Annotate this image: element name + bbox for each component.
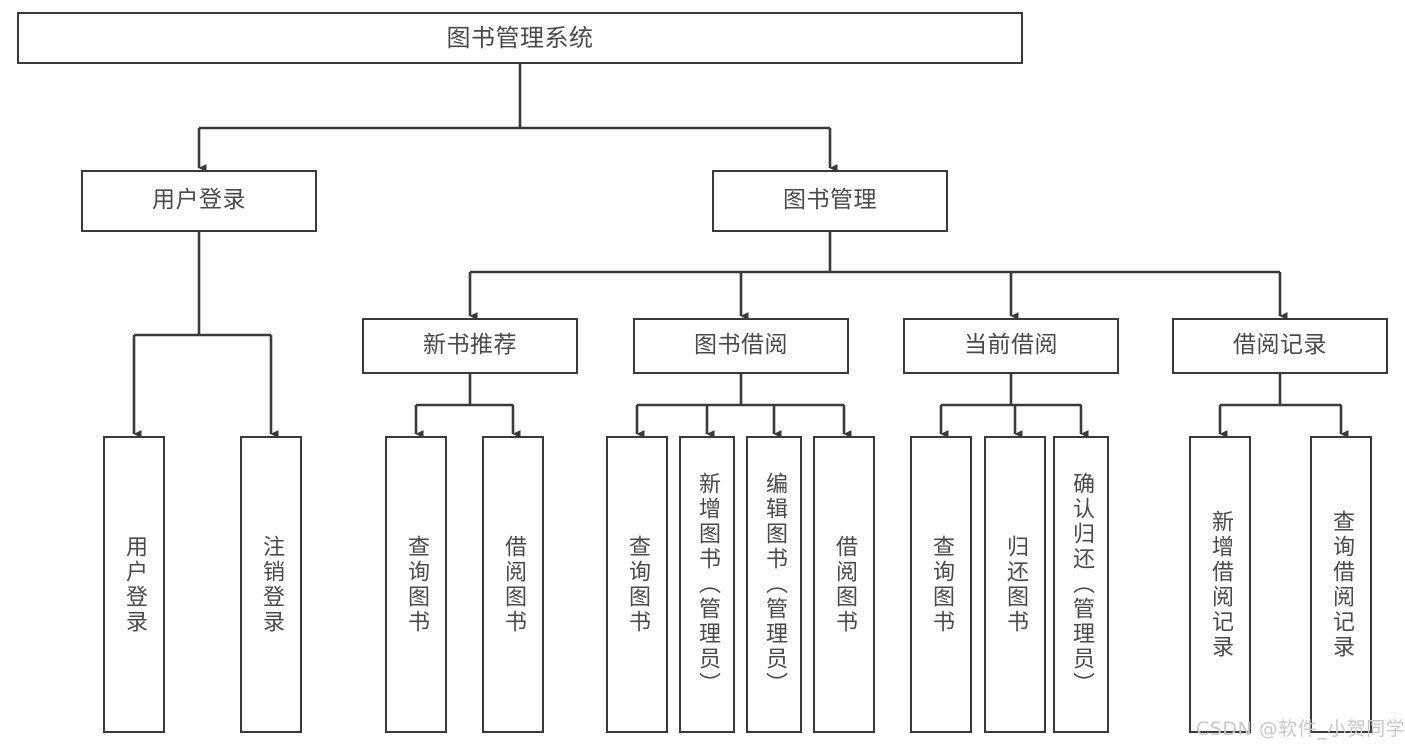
node-leaf-edit-book-label: 编辑图书（管理员）	[761, 472, 787, 697]
node-leaf-add-record-label: 新增借阅记录	[1207, 509, 1233, 660]
node-leaf-borrow-book-1[interactable]: 借阅图书	[482, 436, 544, 733]
node-leaf-query-book-1[interactable]: 查询图书	[385, 436, 447, 733]
node-leaf-borrow-book-2[interactable]: 借阅图书	[813, 436, 875, 733]
node-leaf-query-record[interactable]: 查询借阅记录	[1310, 436, 1372, 733]
node-leaf-user-login-label: 用户登录	[121, 534, 147, 635]
node-leaf-add-book-label: 新增图书（管理员）	[694, 472, 720, 697]
node-leaf-query-book-2-label: 查询图书	[624, 534, 650, 635]
node-leaf-logout[interactable]: 注销登录	[240, 436, 302, 733]
node-root[interactable]: 图书管理系统	[17, 12, 1023, 64]
node-current-borrow[interactable]: 当前借阅	[903, 318, 1119, 374]
node-leaf-return-book[interactable]: 归还图书	[984, 436, 1046, 733]
edges-group	[132, 64, 1349, 438]
node-leaf-borrow-book-2-label: 借阅图书	[831, 534, 857, 635]
node-leaf-confirm-return-label: 确认归还（管理员）	[1068, 472, 1094, 697]
node-root-label: 图书管理系统	[446, 23, 594, 52]
node-new-book-recommend[interactable]: 新书推荐	[362, 318, 578, 374]
node-leaf-return-book-label: 归还图书	[1002, 534, 1028, 635]
node-book-borrow[interactable]: 图书借阅	[633, 318, 849, 374]
node-leaf-query-book-2[interactable]: 查询图书	[606, 436, 668, 733]
node-borrow-record[interactable]: 借阅记录	[1172, 318, 1388, 374]
node-leaf-user-login[interactable]: 用户登录	[103, 436, 165, 733]
node-book-manage[interactable]: 图书管理	[712, 170, 948, 232]
node-leaf-add-record[interactable]: 新增借阅记录	[1189, 436, 1251, 733]
node-leaf-query-record-label: 查询借阅记录	[1328, 509, 1354, 660]
node-current-borrow-label: 当前借阅	[964, 332, 1058, 359]
node-leaf-confirm-return[interactable]: 确认归还（管理员）	[1053, 436, 1109, 733]
node-leaf-add-book[interactable]: 新增图书（管理员）	[679, 436, 735, 733]
node-leaf-query-book-3-label: 查询图书	[928, 534, 954, 635]
node-book-borrow-label: 图书借阅	[694, 332, 788, 359]
node-user-login-label: 用户登录	[152, 187, 246, 214]
csdn-watermark: CSDN @软件_小贺同学	[1196, 718, 1405, 740]
node-leaf-borrow-book-1-label: 借阅图书	[500, 534, 526, 635]
node-leaf-logout-label: 注销登录	[258, 534, 284, 635]
node-book-manage-label: 图书管理	[783, 187, 877, 214]
node-user-login[interactable]: 用户登录	[81, 170, 317, 232]
node-leaf-query-book-1-label: 查询图书	[403, 534, 429, 635]
node-new-book-recommend-label: 新书推荐	[423, 332, 517, 359]
node-borrow-record-label: 借阅记录	[1233, 332, 1327, 359]
node-leaf-edit-book[interactable]: 编辑图书（管理员）	[746, 436, 802, 733]
node-leaf-query-book-3[interactable]: 查询图书	[910, 436, 972, 733]
